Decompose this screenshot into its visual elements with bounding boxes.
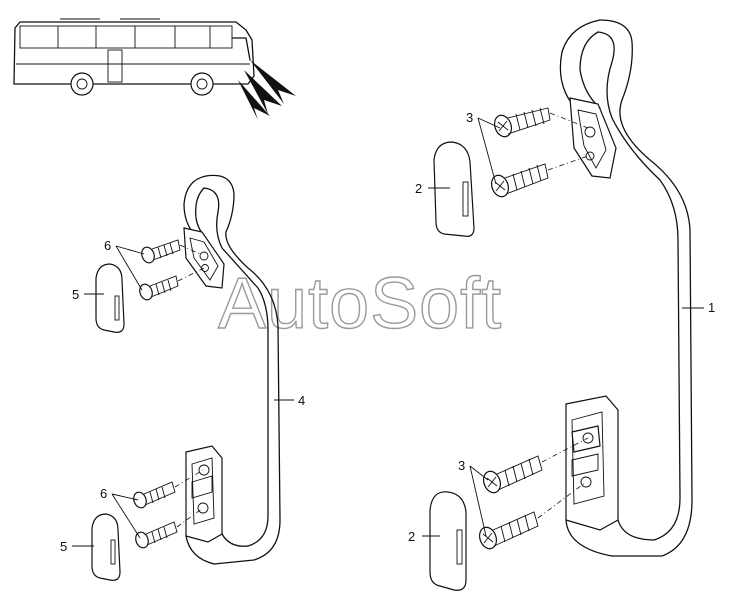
cap-5-upper <box>95 263 125 333</box>
bus-locator-icon <box>13 18 296 120</box>
screw-6-upper-a <box>141 239 201 264</box>
screw-3-upper-a <box>493 107 589 138</box>
leader-lines <box>72 117 704 547</box>
callout-5-lower: 5 <box>60 539 67 554</box>
cap-2-lower <box>429 491 467 591</box>
callout-6-upper: 6 <box>104 238 111 253</box>
callout-5-upper: 5 <box>72 287 79 302</box>
cap-5-lower <box>91 513 121 581</box>
callout-3-upper: 3 <box>466 110 473 125</box>
screw-3-lower-b <box>478 481 587 550</box>
callout-3-lower: 3 <box>458 458 465 473</box>
watermark-text: AutoSoft <box>218 264 502 344</box>
handrail-long <box>559 19 693 557</box>
screw-6-upper-b <box>139 267 205 301</box>
screw-3-lower-a <box>482 437 589 494</box>
callout-6-lower: 6 <box>100 486 107 501</box>
callout-4: 4 <box>298 393 305 408</box>
callout-2-upper: 2 <box>415 181 422 196</box>
callout-2-lower: 2 <box>408 529 415 544</box>
screw-3-upper-b <box>490 155 589 198</box>
callout-1: 1 <box>708 300 715 315</box>
handrail-short <box>183 174 281 565</box>
cap-2-upper <box>433 141 475 237</box>
screw-6-lower-a <box>133 469 204 509</box>
